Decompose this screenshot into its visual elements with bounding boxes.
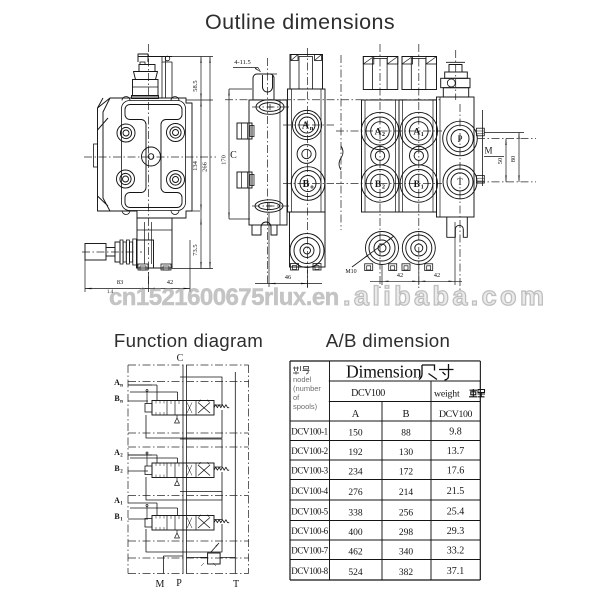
svg-text:DCV100-1: DCV100-1 xyxy=(291,427,327,437)
svg-text:338: 338 xyxy=(348,509,363,519)
svg-text:M10: M10 xyxy=(345,269,356,275)
svg-text:2: 2 xyxy=(382,132,385,138)
svg-text:DCV100-2: DCV100-2 xyxy=(291,446,327,456)
svg-text:192: 192 xyxy=(348,448,363,458)
svg-text:73.5: 73.5 xyxy=(192,244,199,255)
svg-text:298: 298 xyxy=(399,528,414,538)
svg-text:C: C xyxy=(230,150,237,161)
svg-text:25.4: 25.4 xyxy=(447,507,465,518)
svg-text:cn1521600675rlux.en: cn1521600675rlux.en xyxy=(109,284,339,311)
svg-text:A/B dimension: A/B dimension xyxy=(326,330,450,351)
svg-text:P: P xyxy=(457,134,462,144)
svg-text:T: T xyxy=(233,579,239,590)
svg-text:33.2: 33.2 xyxy=(447,546,465,557)
svg-text:80: 80 xyxy=(510,156,517,163)
svg-text:4-11.5: 4-11.5 xyxy=(234,59,251,66)
svg-text:DCV100-6: DCV100-6 xyxy=(291,526,328,536)
svg-text:37.1: 37.1 xyxy=(447,566,465,577)
svg-text:DCV100-8: DCV100-8 xyxy=(291,566,328,576)
svg-text:1: 1 xyxy=(120,502,123,507)
svg-text:DCV100: DCV100 xyxy=(439,409,472,420)
svg-text:A: A xyxy=(352,409,360,420)
svg-text:n: n xyxy=(120,400,123,405)
svg-text:42: 42 xyxy=(167,279,174,286)
svg-text:B: B xyxy=(114,394,120,403)
svg-text:29.3: 29.3 xyxy=(447,526,465,537)
svg-text:DCV100-3: DCV100-3 xyxy=(291,466,328,476)
svg-text:DCV100-4: DCV100-4 xyxy=(291,486,328,496)
svg-text:A: A xyxy=(114,448,120,457)
svg-text:234: 234 xyxy=(348,468,363,478)
svg-text:13.7: 13.7 xyxy=(447,446,465,457)
svg-text:A: A xyxy=(114,496,120,505)
svg-text:B: B xyxy=(414,180,421,190)
svg-text:340: 340 xyxy=(399,548,414,558)
svg-text:256: 256 xyxy=(399,509,414,519)
svg-text:DCV100-5: DCV100-5 xyxy=(291,507,328,517)
svg-text:1: 1 xyxy=(120,518,123,523)
svg-text:P: P xyxy=(176,578,182,589)
svg-text:B: B xyxy=(375,180,382,190)
svg-text:B: B xyxy=(303,179,310,190)
svg-text:83: 83 xyxy=(117,279,124,286)
svg-text:58.5: 58.5 xyxy=(192,80,199,91)
svg-text:9.8: 9.8 xyxy=(449,427,462,438)
svg-text:266: 266 xyxy=(202,161,209,172)
svg-text:T: T xyxy=(457,177,463,187)
svg-text:B: B xyxy=(114,512,120,521)
svg-text:o: o xyxy=(310,184,313,191)
svg-text:134: 134 xyxy=(192,160,199,171)
svg-text:42: 42 xyxy=(434,272,441,279)
svg-text:214: 214 xyxy=(399,488,414,498)
svg-text:A: A xyxy=(413,128,420,138)
svg-text:130: 130 xyxy=(399,448,414,458)
svg-text:88: 88 xyxy=(401,429,411,439)
svg-text:spools): spools) xyxy=(293,402,318,411)
svg-text:(number: (number xyxy=(293,384,321,393)
svg-text:of: of xyxy=(293,393,300,402)
svg-text:50: 50 xyxy=(497,158,504,165)
svg-text:1: 1 xyxy=(421,132,424,138)
svg-text:Outline dimensions: Outline dimensions xyxy=(205,10,395,34)
svg-text:Dimension: Dimension xyxy=(346,362,422,382)
svg-text:170: 170 xyxy=(221,155,228,165)
svg-text:400: 400 xyxy=(348,528,363,538)
svg-text:2: 2 xyxy=(120,470,123,475)
svg-text:n: n xyxy=(310,125,314,132)
svg-text:Function diagram: Function diagram xyxy=(114,330,263,351)
svg-text:weight: weight xyxy=(434,389,460,400)
svg-text:382: 382 xyxy=(399,568,414,578)
svg-text:n: n xyxy=(120,384,123,389)
svg-text:M: M xyxy=(156,579,165,590)
svg-text:B: B xyxy=(402,409,409,420)
svg-text:17.6: 17.6 xyxy=(447,466,465,477)
svg-text:2: 2 xyxy=(120,454,123,459)
svg-text:1.4: 1.4 xyxy=(107,290,114,295)
svg-text:42: 42 xyxy=(397,272,404,279)
svg-text:A: A xyxy=(375,128,382,138)
svg-text:524: 524 xyxy=(348,568,363,578)
svg-text:21.5: 21.5 xyxy=(447,486,465,497)
svg-text:46: 46 xyxy=(285,274,292,281)
svg-text:C: C xyxy=(177,353,184,364)
svg-text:.alibaba.com: .alibaba.com xyxy=(343,281,547,311)
svg-text:B: B xyxy=(114,464,120,473)
svg-text:DCV100-7: DCV100-7 xyxy=(291,546,328,556)
svg-text:462: 462 xyxy=(348,548,363,558)
svg-text:276: 276 xyxy=(348,488,363,498)
svg-text:A: A xyxy=(302,121,310,132)
svg-text:2: 2 xyxy=(382,185,385,191)
svg-text:M: M xyxy=(484,146,492,156)
svg-text:A: A xyxy=(114,378,120,387)
svg-text:nodel: nodel xyxy=(293,375,312,384)
svg-text:1: 1 xyxy=(421,185,424,191)
svg-text:DCV100: DCV100 xyxy=(351,388,385,399)
svg-text:150: 150 xyxy=(348,429,363,439)
svg-text:172: 172 xyxy=(399,468,414,478)
